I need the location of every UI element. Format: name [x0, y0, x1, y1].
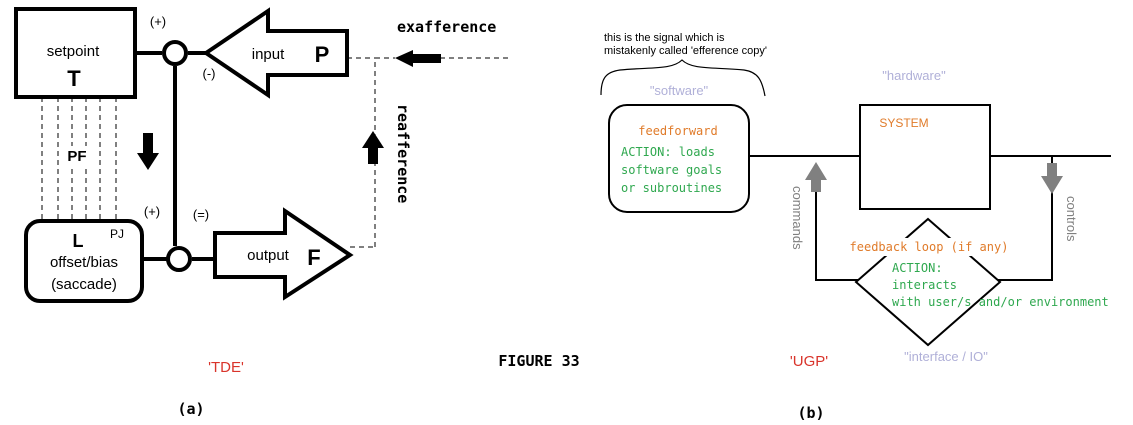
sign-minus: (-): [203, 66, 216, 81]
setpoint-label: setpoint: [47, 43, 100, 60]
ugp-tag: 'UGP': [790, 353, 828, 370]
reafference-label: reafference: [394, 104, 412, 203]
controls-label: controls: [1064, 196, 1079, 242]
exafference-arrow-icon: [395, 50, 441, 67]
commands-up-arrow-icon: [805, 162, 827, 192]
pf-dashed-lines: [41, 97, 117, 222]
exafference-label: exafference: [397, 18, 496, 36]
commands-label: commands: [790, 186, 805, 250]
comparator-node: [162, 40, 188, 66]
action1-line3: or subroutines: [621, 181, 722, 195]
feedforward-box: [608, 104, 750, 213]
feedback-loop-right: [994, 156, 1053, 281]
sign-equal: (=): [193, 207, 209, 222]
action2-line1: ACTION:: [892, 261, 943, 275]
figure-label: FIGURE 33: [498, 352, 579, 370]
offset-sub: PJ: [110, 227, 124, 241]
feedforward-label: feedforward: [638, 124, 717, 138]
sign-plus-top: (+): [150, 14, 166, 29]
feedback-loop-left: [815, 181, 862, 281]
sign-plus-bottom: (+): [144, 204, 160, 219]
curly-brace: [600, 59, 766, 97]
controls-down-arrow-icon: [1041, 163, 1063, 194]
hardware-label: "hardware": [882, 68, 946, 83]
output-block-arrow: [213, 207, 354, 301]
action2-line3: with user/s and/or environment: [892, 295, 1109, 309]
offset-letter: L: [73, 231, 84, 251]
summing-node: [166, 246, 192, 272]
panel-a: setpoint T PF L PJ offset/bias (saccade): [14, 7, 512, 418]
system-box: [859, 104, 991, 210]
feedback-label: feedback loop (if any): [850, 240, 1009, 254]
input-label: input: [252, 46, 285, 63]
panel-b-caption: (b): [797, 404, 824, 422]
setpoint-box: [14, 7, 137, 99]
saccade-label: (saccade): [51, 276, 117, 293]
input-letter: P: [315, 42, 330, 67]
input-block-arrow: [202, 7, 349, 99]
output-label: output: [247, 247, 290, 264]
note-line-2: mistakenly called 'efference copy': [604, 45, 767, 57]
setpoint-letter: T: [67, 66, 81, 91]
software-label: "software": [650, 83, 709, 98]
up-arrow-icon: [362, 131, 384, 164]
action2-line2: interacts: [892, 278, 957, 292]
interface-label: "interface / IO": [904, 349, 988, 364]
action1-line2: software goals: [621, 163, 722, 177]
down-arrow-icon: [137, 133, 159, 170]
pf-label: PF: [67, 148, 86, 165]
action1-line1: ACTION: loads: [621, 145, 715, 159]
panel-b: this is the signal which is mistakenly c…: [600, 32, 1111, 422]
note-line-1: this is the signal which is: [604, 32, 725, 44]
output-letter: F: [307, 245, 320, 270]
tde-tag: 'TDE': [208, 359, 244, 376]
panel-a-caption: (a): [177, 400, 204, 418]
system-label: SYSTEM: [879, 116, 928, 130]
offset-label: offset/bias: [50, 254, 118, 271]
